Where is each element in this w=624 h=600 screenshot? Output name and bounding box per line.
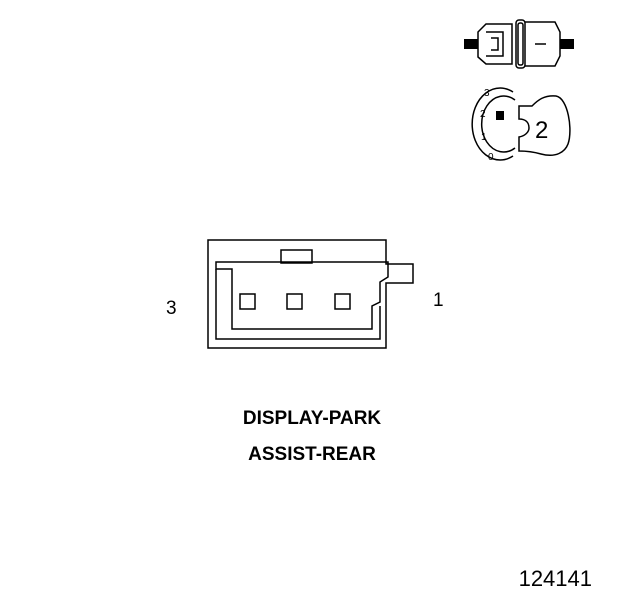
connector-position-number: 2	[535, 117, 549, 144]
connector-cap	[518, 95, 571, 156]
position-scale-3: 3	[484, 88, 490, 99]
reference-number: 124141	[518, 566, 592, 591]
wire-stub-right	[560, 39, 574, 49]
position-marker	[496, 111, 504, 120]
connector-inner-outline-2	[215, 269, 381, 340]
connector-housing-outline	[207, 239, 414, 349]
pin-cavity	[239, 293, 256, 310]
pin-cavity	[286, 293, 303, 310]
connector-latch	[280, 249, 313, 264]
connector-position-icon	[471, 87, 571, 161]
rotary-ring	[471, 87, 514, 161]
rotary-ring-inner	[480, 95, 516, 153]
connector-face	[207, 239, 414, 349]
plug-body	[477, 23, 513, 65]
plug-detail	[486, 31, 504, 57]
position-scale-1: 1	[481, 132, 487, 143]
coupling-ring-inner	[517, 22, 524, 66]
connector-inner-outline	[215, 261, 389, 330]
position-scale-0: 0	[488, 152, 494, 163]
coupling-ring	[515, 19, 526, 69]
pin-label-right: 1	[433, 290, 444, 311]
caption-line-1: DISPLAY-PARK	[242, 408, 382, 429]
pin-label-left: 3	[166, 298, 177, 319]
position-scale-2: 2	[480, 109, 486, 120]
wire-stub-left	[464, 39, 478, 49]
caption-line-2: ASSIST-REAR	[248, 444, 376, 465]
pin-cavity	[334, 293, 351, 310]
connector-side-view-icon	[464, 19, 574, 69]
